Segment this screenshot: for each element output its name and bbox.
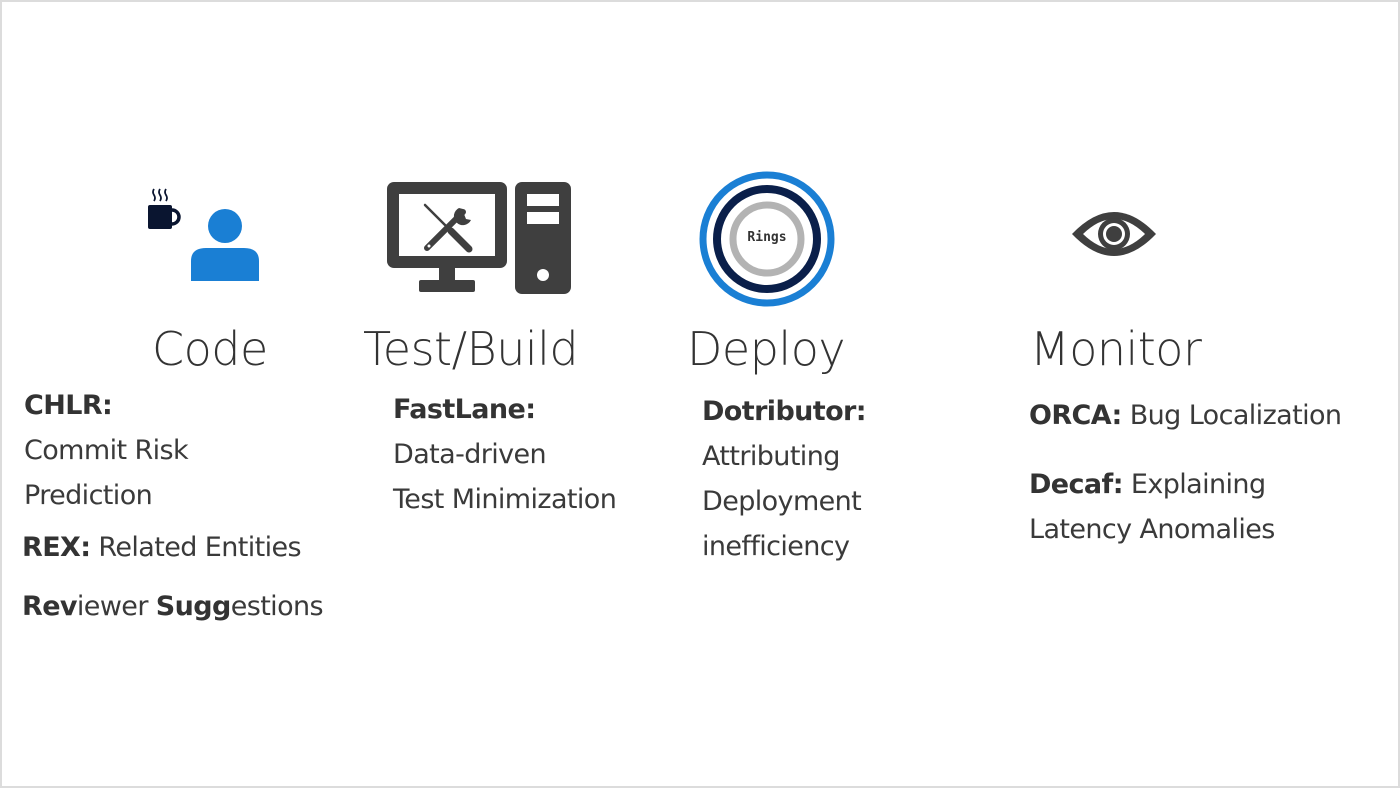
rings-icon: Rings: [698, 170, 836, 308]
item-desc: Bug Localization: [1121, 400, 1342, 431]
rings-label: Rings: [747, 230, 787, 245]
coffee-mug-icon: [148, 188, 181, 229]
item-name: ORCA:: [1029, 400, 1122, 431]
item-desc-line: Data-driven: [393, 439, 547, 470]
stage-title-monitor: Monitor: [1030, 322, 1202, 376]
person-icon: [191, 209, 259, 281]
item-name: REX:: [22, 532, 91, 563]
monitor-item-decaf: Decaf: Explaining Latency Anomalies: [1029, 462, 1275, 552]
monitor-item-orca: ORCA: Bug Localization: [1029, 393, 1342, 438]
item-name-part: estions: [230, 591, 324, 622]
computer-tools-icon: [385, 180, 575, 296]
code-stage-icon: [140, 185, 270, 285]
item-name: FastLane:: [393, 394, 536, 425]
item-desc-line: Deployment: [702, 486, 862, 517]
code-item-rex: REX: Related Entities: [22, 525, 302, 570]
item-name: Dotributor:: [702, 396, 867, 427]
item-desc-line: Commit Risk: [24, 435, 189, 466]
stage-title-deploy: Deploy: [687, 322, 846, 376]
test-item-fastlane: FastLane: Data-driven Test Minimization: [393, 387, 617, 522]
item-desc-line: Test Minimization: [393, 484, 617, 515]
item-desc-line: Prediction: [24, 480, 153, 511]
item-name-part: iewer: [76, 591, 156, 622]
stage-title-code: Code: [152, 322, 268, 376]
item-desc-line: Latency Anomalies: [1029, 514, 1275, 545]
item-name-part: Sugg: [155, 591, 232, 622]
item-desc: Explaining: [1122, 469, 1266, 500]
item-name: CHLR:: [24, 390, 113, 421]
code-item-chlr: CHLR: Commit Risk Prediction: [24, 383, 189, 518]
item-name-part: Rev: [22, 591, 78, 622]
stage-title-test-build: Test/Build: [363, 322, 579, 376]
item-desc-line: Attributing: [702, 441, 840, 472]
item-desc: Related Entities: [90, 532, 301, 563]
item-name: Decaf:: [1029, 469, 1124, 500]
eye-icon: [1070, 208, 1158, 260]
item-desc-line: inefficiency: [702, 531, 850, 562]
deploy-item-dotributor: Dotributor: Attributing Deployment ineff…: [702, 389, 867, 569]
code-item-reviewer-suggestions: Reviewer Suggestions: [22, 584, 324, 629]
